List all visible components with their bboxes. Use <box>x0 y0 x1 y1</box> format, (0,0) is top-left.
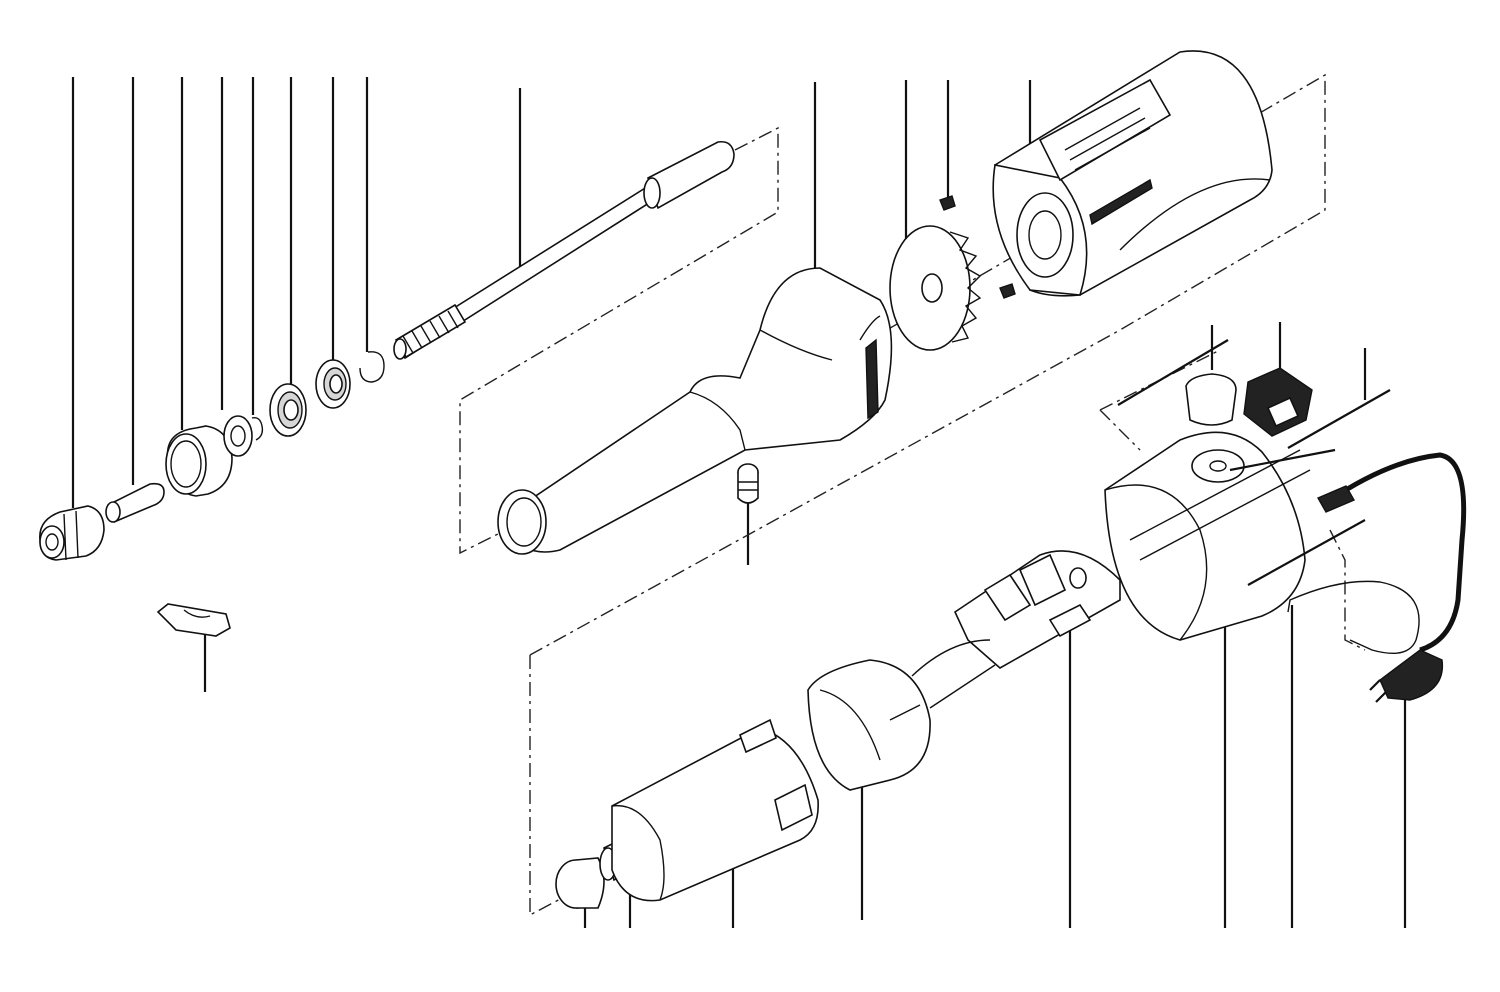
circlip-small <box>251 416 264 441</box>
front-cap <box>165 425 233 497</box>
bushing-ring <box>555 857 605 909</box>
ball-bearing-front <box>269 383 307 437</box>
pcb-board <box>953 550 1121 669</box>
long-screws <box>1117 339 1391 586</box>
power-cord <box>1317 452 1467 703</box>
brush-holder-ring <box>807 659 931 791</box>
spanner-clip <box>156 603 231 637</box>
wire-loop <box>1287 580 1420 654</box>
spindle-shaft <box>393 140 735 360</box>
ball-bearing-rear <box>315 359 351 409</box>
rear-housing <box>1104 431 1311 641</box>
motor-housing-top <box>992 50 1273 297</box>
screws-small <box>939 195 1016 299</box>
switch-block <box>1243 367 1313 437</box>
fan-impeller <box>889 225 982 351</box>
motor-wires <box>911 639 996 709</box>
retaining-ring <box>359 351 385 383</box>
collet-nut <box>39 505 105 561</box>
leader-lines-bottom <box>203 322 1407 928</box>
switch-knob <box>1185 373 1237 426</box>
gear-housing <box>497 267 893 555</box>
needle-bearing <box>737 463 759 504</box>
washer <box>223 415 253 457</box>
motor-armature <box>611 718 819 902</box>
collet-sleeve <box>105 482 165 523</box>
